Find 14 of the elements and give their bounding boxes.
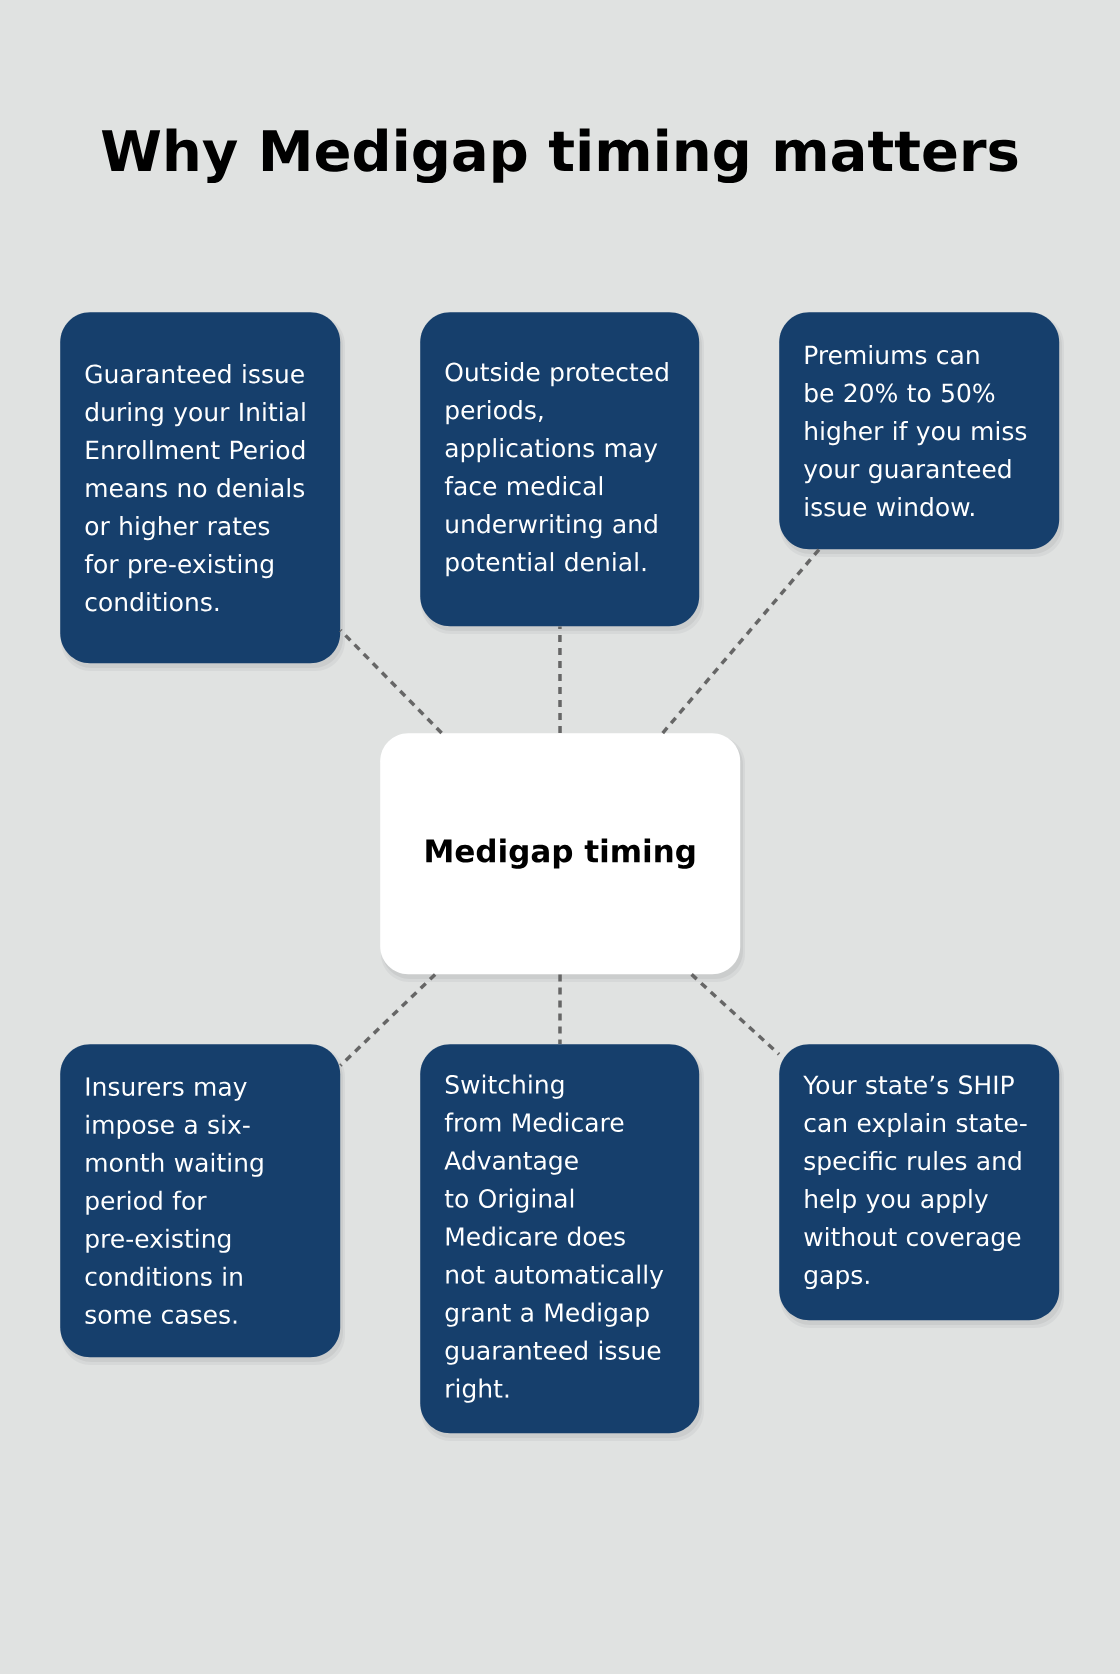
info-card: Outside protected periods, applications may face medical underwriting and potential denial.	[420, 312, 704, 634]
info-card: Guaranteed issue during your Initial Enrollment Period means no denials or higher rates for pre-existing conditions.	[60, 312, 345, 671]
connector-line	[339, 629, 443, 735]
connector-line	[558, 626, 562, 733]
connector-line	[558, 974, 562, 1044]
info-card: Insurers may impose a six-month waiting period for pre-existing conditions in some cases.	[60, 1044, 345, 1365]
info-card: Premiums can be 20% to 50% higher if you miss your guaranteed issue window.	[779, 312, 1064, 557]
title: Why Medigap timing matters	[101, 128, 1018, 184]
info-card: Switching from Medicare Advantage to Original Medicare does not automatically grant a Medigap guaranteed issue right.	[420, 1044, 704, 1441]
connector-line	[661, 548, 821, 735]
connector-line	[690, 973, 781, 1056]
central-box: Medigap timing	[380, 733, 745, 982]
info-card: Your state’s SHIP can explain state-specific rules and help you apply without coverage gaps.	[779, 1044, 1064, 1328]
connector-line	[339, 973, 437, 1067]
